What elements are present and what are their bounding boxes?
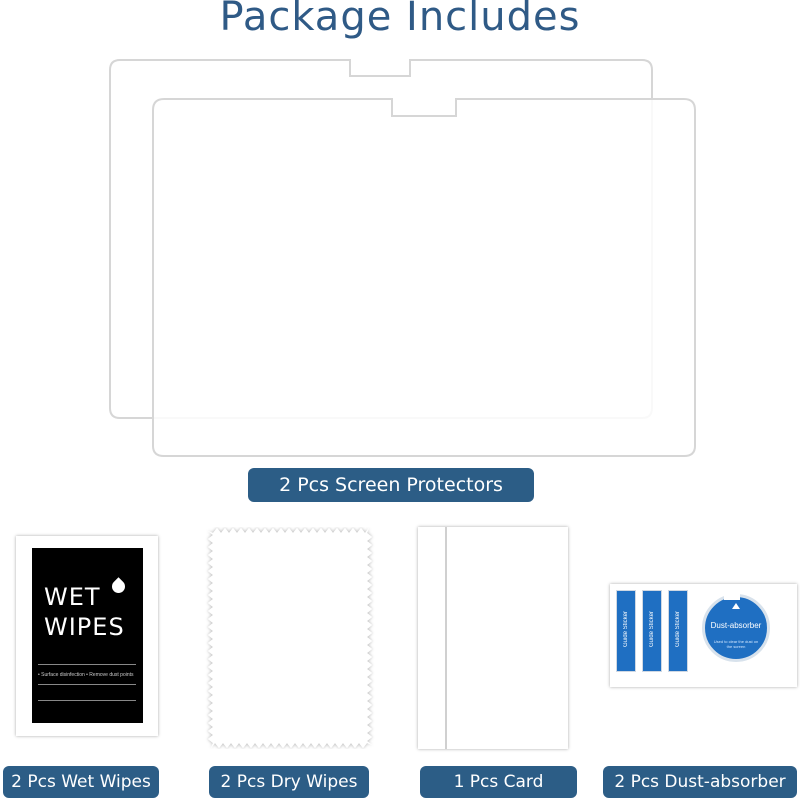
card-label: 1 Pcs Card (420, 766, 577, 798)
dust-absorber-pack: Guide Sticker Guide Sticker Guide Sticke… (610, 584, 797, 687)
guide-sticker-label: Guide Sticker (649, 611, 655, 648)
dust-absorber-sticker-note: Used to clear the dust on the screen (713, 639, 759, 649)
divider (38, 684, 136, 685)
wet-wipes-title-line2: WIPES (44, 613, 125, 641)
dry-wipes-illustration (208, 528, 372, 748)
dry-wipe-cloth (208, 528, 372, 748)
guide-sticker: Guide Sticker (642, 590, 662, 672)
wet-wipes-note-right: • Remove dust points (86, 672, 134, 678)
screen-protectors-label: 2 Pcs Screen Protectors (248, 468, 534, 502)
guide-sticker-label: Guide Sticker (675, 611, 681, 648)
wet-wipes-notes: • Surface disinfection • Remove dust poi… (38, 672, 138, 678)
dust-absorber-label: 2 Pcs Dust-absorber (603, 766, 797, 798)
wet-wipes-face: WET WIPES • Surface disinfection • Remov… (32, 548, 143, 723)
dust-absorber-sticker-label: Dust-absorber (710, 621, 762, 630)
divider (38, 664, 136, 665)
screen-protector-front (152, 98, 696, 457)
guide-sticker-label: Guide Sticker (623, 611, 629, 648)
page-title: Package Includes (219, 0, 581, 40)
wet-wipes-title-line1: WET (44, 583, 101, 611)
dust-absorber-sticker: Dust-absorber Used to clear the dust on … (702, 594, 770, 662)
dry-wipes-label: 2 Pcs Dry Wipes (209, 766, 369, 798)
arrow-up-icon (732, 603, 740, 609)
wet-wipes-pack: WET WIPES • Surface disinfection • Remov… (16, 536, 158, 736)
sticker-tab (724, 592, 740, 600)
guide-sticker: Guide Sticker (616, 590, 636, 672)
wet-wipes-label: 2 Pcs Wet Wipes (3, 766, 159, 798)
divider (38, 700, 136, 701)
screen-protectors-illustration (109, 59, 696, 457)
guide-sticker: Guide Sticker (668, 590, 688, 672)
card-illustration (418, 527, 568, 749)
wet-wipes-note-left: • Surface disinfection (38, 672, 85, 678)
card-fold-line (445, 527, 447, 749)
